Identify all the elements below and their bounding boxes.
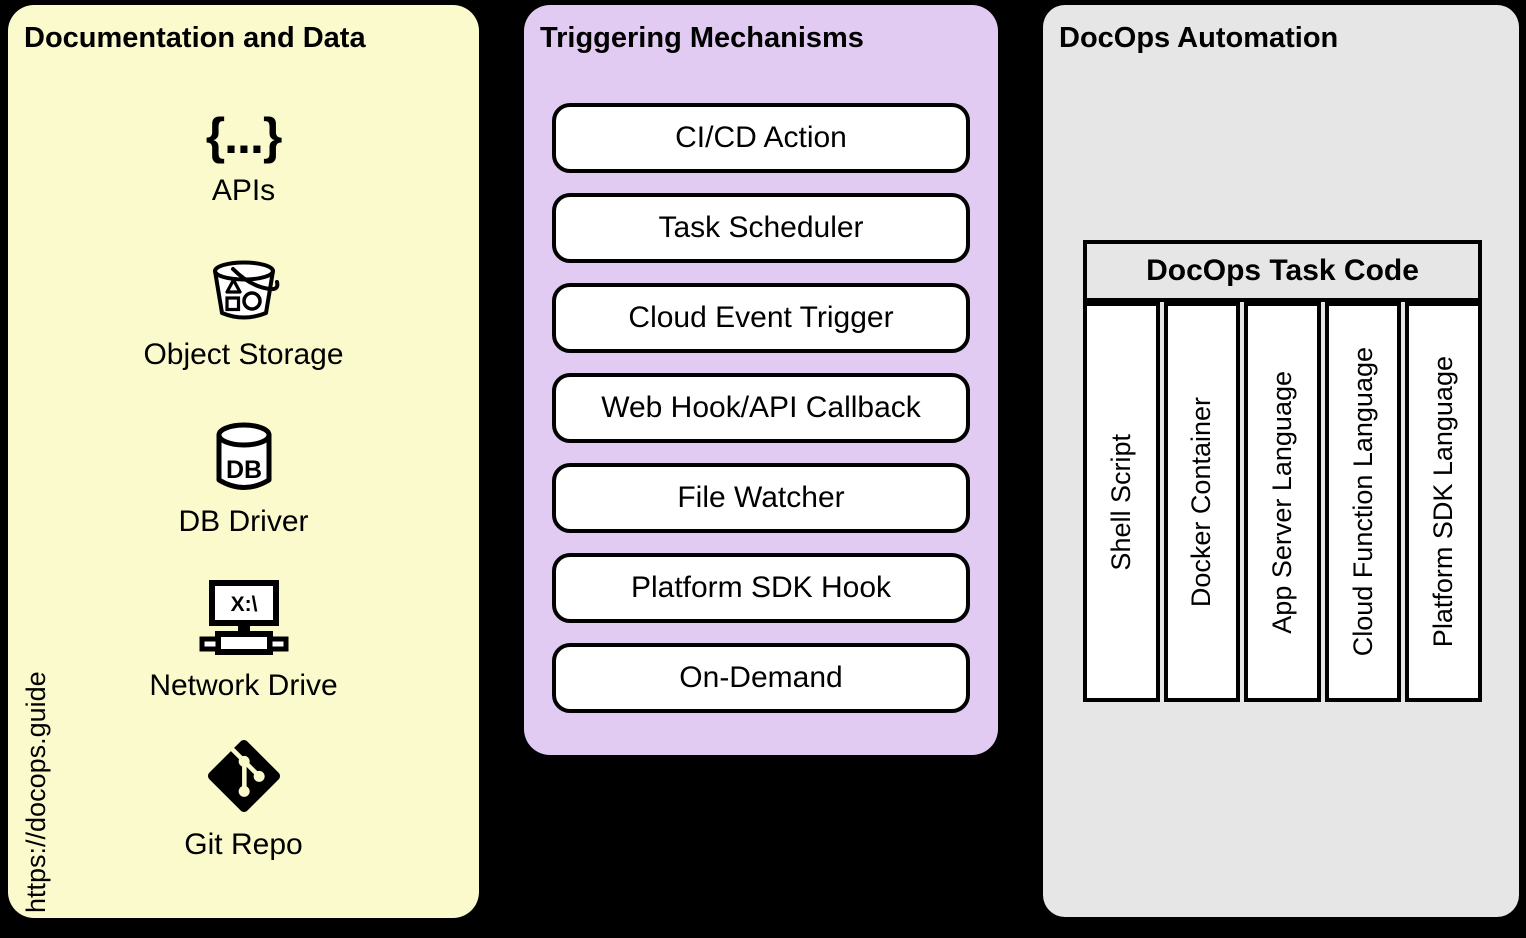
trigger-node-platform-sdk-hook: Platform SDK Hook — [552, 553, 970, 623]
task-cell-docker-container: Docker Container — [1163, 302, 1241, 702]
git-icon — [206, 738, 282, 814]
doc-item-network-drive: X:\ Network Drive — [8, 579, 479, 702]
task-cell-cloud-function-language: Cloud Function Language — [1324, 302, 1402, 702]
drive-letter-glyph: X:\ — [230, 593, 257, 616]
docs-panel-title: Documentation and Data — [24, 22, 366, 54]
task-cell-label: Platform SDK Language — [1428, 356, 1459, 648]
task-cell-shell-script: Shell Script — [1083, 302, 1160, 702]
docops-guide-url: https://docops.guide — [21, 671, 51, 913]
braces-icon: {...} — [205, 108, 283, 164]
doc-item-git-repo: Git Repo — [8, 738, 479, 861]
automation-panel: DocOps Automation DocOps Task Code Shell… — [1043, 5, 1519, 917]
task-cell-platform-sdk-language: Platform SDK Language — [1405, 302, 1482, 702]
trigger-node-task-scheduler: Task Scheduler — [552, 193, 970, 263]
trigger-node-file-watcher: File Watcher — [552, 463, 970, 533]
doc-item-label: Object Storage — [143, 338, 344, 371]
bucket-icon — [204, 258, 284, 324]
network-drive-icon: X:\ — [198, 579, 290, 655]
doc-item-label: APIs — [211, 174, 276, 207]
task-cell-label: Docker Container — [1186, 396, 1217, 608]
automation-panel-title: DocOps Automation — [1059, 22, 1339, 54]
trigger-node-webhook-callback: Web Hook/API Callback — [552, 373, 970, 443]
trigger-node-cloud-event: Cloud Event Trigger — [552, 283, 970, 353]
trigger-node-cicd-action: CI/CD Action — [552, 103, 970, 173]
task-code-columns: Shell Script Docker Container App Server… — [1083, 302, 1482, 702]
docs-panel: Documentation and Data {...} APIs Object… — [8, 5, 479, 918]
triggers-panel-title: Triggering Mechanisms — [540, 22, 864, 54]
db-glyph: DB — [225, 456, 261, 484]
doc-item-object-storage: Object Storage — [8, 258, 479, 371]
trigger-node-on-demand: On-Demand — [552, 643, 970, 713]
task-cell-app-server-language: App Server Language — [1244, 302, 1321, 702]
task-cell-label: Cloud Function Language — [1347, 347, 1378, 657]
doc-item-label: Network Drive — [149, 669, 338, 702]
doc-item-apis: {...} APIs — [8, 108, 479, 208]
doc-item-db-driver: DB DB Driver — [8, 421, 479, 538]
triggers-panel: Triggering Mechanisms CI/CD Action Task … — [524, 5, 998, 755]
doc-item-label: DB Driver — [178, 505, 309, 538]
database-icon: DB — [211, 421, 277, 495]
task-code-table-header: DocOps Task Code — [1083, 240, 1482, 302]
doc-item-label: Git Repo — [184, 828, 303, 861]
task-cell-label: App Server Language — [1266, 370, 1297, 634]
task-cell-label: Shell Script — [1105, 433, 1136, 571]
task-code-table: DocOps Task Code Shell Script Docker Con… — [1083, 240, 1482, 702]
